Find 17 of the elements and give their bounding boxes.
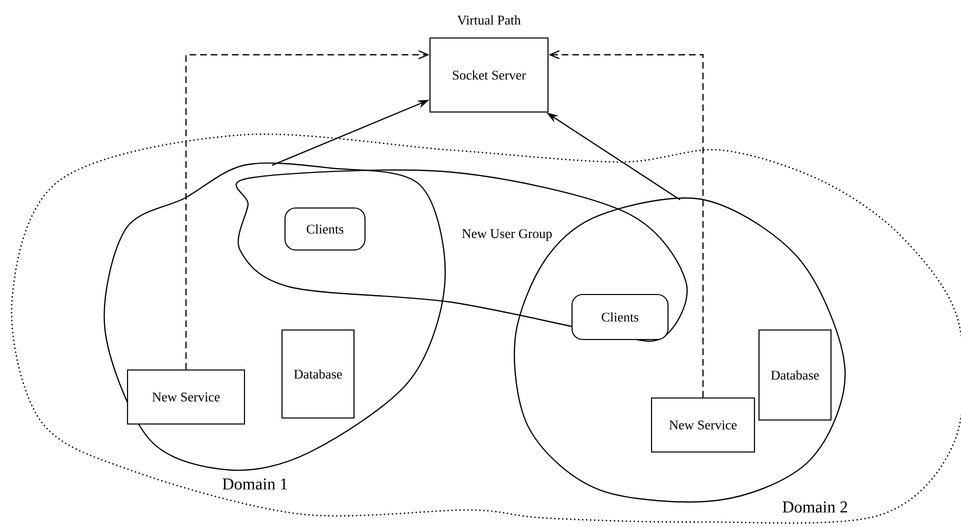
arrow: [185, 50, 430, 370]
rounded-box: Clients: [571, 294, 669, 340]
domain-outline: [104, 162, 446, 471]
region-outline: [10, 134, 961, 524]
process-box: Database: [758, 329, 832, 421]
arrow: [548, 50, 704, 398]
region-label: Domain 2: [782, 501, 848, 513]
region-label: New User Group: [462, 229, 552, 241]
group-outline: [236, 169, 688, 342]
process-box: New Service: [651, 397, 756, 453]
rounded-box: Clients: [284, 207, 366, 251]
path-label: Virtual Path: [457, 15, 521, 25]
process-box: New Service: [127, 369, 246, 425]
process-box: Database: [281, 329, 355, 419]
domain-outline: [514, 198, 846, 502]
region-label: Domain 1: [222, 478, 287, 490]
process-box: Socket Server: [429, 37, 549, 113]
